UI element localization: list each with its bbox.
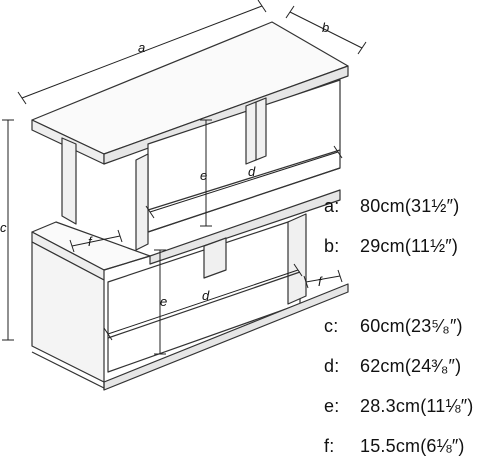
spec-row-b: b: 29cm(11½″) — [320, 236, 458, 257]
spec-key: e: — [324, 396, 340, 416]
dimension-label-c: c — [0, 220, 7, 235]
upper-compartment — [61, 79, 341, 251]
spec-value: 15.5cm(6⅛″) — [360, 436, 465, 456]
spec-key: a: — [324, 196, 340, 216]
dimension-label-e-lower: e — [160, 294, 167, 309]
spec-value: 28.3cm(11⅛″) — [360, 396, 474, 416]
spec-row-c: c: 60cm(23⁵⁄₈″) — [320, 316, 463, 337]
spec-key: b: — [324, 236, 340, 256]
dimension-label-a: a — [138, 40, 145, 55]
spec-row-f: f: 15.5cm(6⅛″) — [320, 436, 465, 457]
lower-compartment — [31, 213, 349, 391]
dimension-label-f-right: f — [318, 274, 323, 289]
dimension-label-d-upper: d — [248, 164, 256, 179]
spec-row-a: a: 80cm(31½″) — [320, 196, 459, 217]
spec-key: d: — [324, 356, 340, 376]
dimension-label-f-left: f — [88, 234, 93, 249]
spec-value: 29cm(11½″) — [360, 236, 459, 256]
spec-row-d: d: 62cm(24³⁄₈″) — [320, 356, 461, 377]
spec-key: f: — [324, 436, 335, 456]
dimension-label-b: b — [322, 20, 329, 35]
spec-key: c: — [324, 316, 339, 336]
spec-value: 60cm(23⁵⁄₈″) — [360, 316, 463, 336]
spec-row-e: e: 28.3cm(11⅛″) — [320, 396, 474, 417]
dimension-lines — [2, 0, 367, 355]
dimension-label-d-lower: d — [202, 288, 210, 303]
spec-value: 62cm(24³⁄₈″) — [360, 356, 462, 376]
dimension-label-e-upper: e — [200, 168, 207, 183]
spec-value: 80cm(31½″) — [360, 196, 460, 216]
